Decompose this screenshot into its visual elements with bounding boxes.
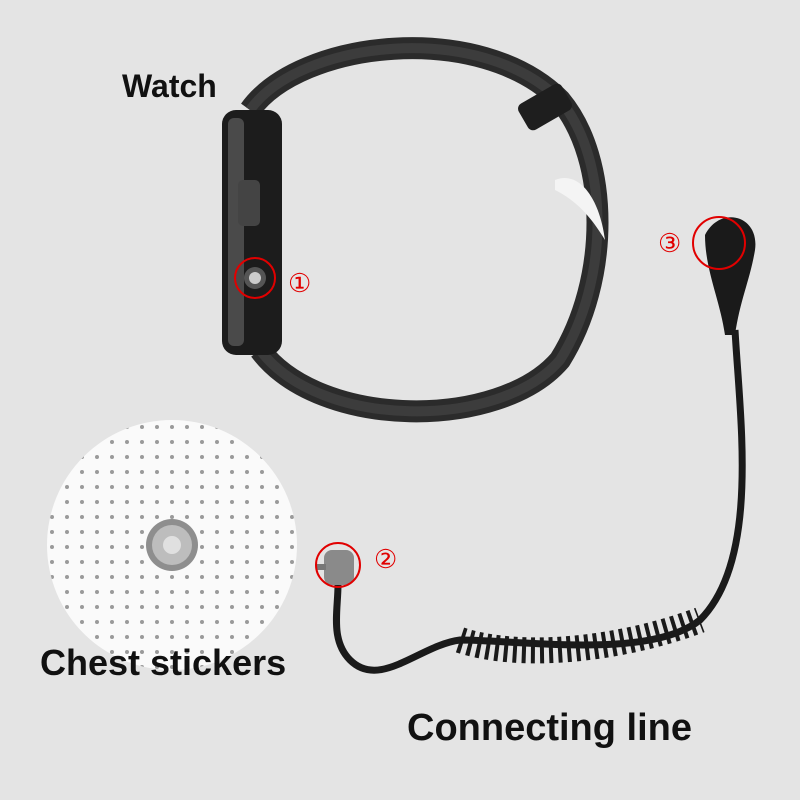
highlight-circle-one xyxy=(234,257,276,299)
watch xyxy=(222,37,609,423)
watch-plug xyxy=(324,550,354,585)
snap-connector xyxy=(705,217,756,335)
chest-stickers-label: Chest stickers xyxy=(40,642,287,683)
connecting-line-label: Connecting line xyxy=(407,707,692,749)
marker-one: ① xyxy=(288,268,312,298)
highlight-circle-three xyxy=(692,216,746,270)
marker-three: ③ xyxy=(658,228,682,258)
chest-sticker xyxy=(47,420,297,670)
band-loop xyxy=(518,83,572,131)
watch-side-button xyxy=(238,180,260,226)
marker-two: ② xyxy=(374,544,398,574)
watch-label: Watch xyxy=(122,68,217,104)
connecting-line xyxy=(315,216,756,674)
highlight-circle-two xyxy=(315,542,361,588)
